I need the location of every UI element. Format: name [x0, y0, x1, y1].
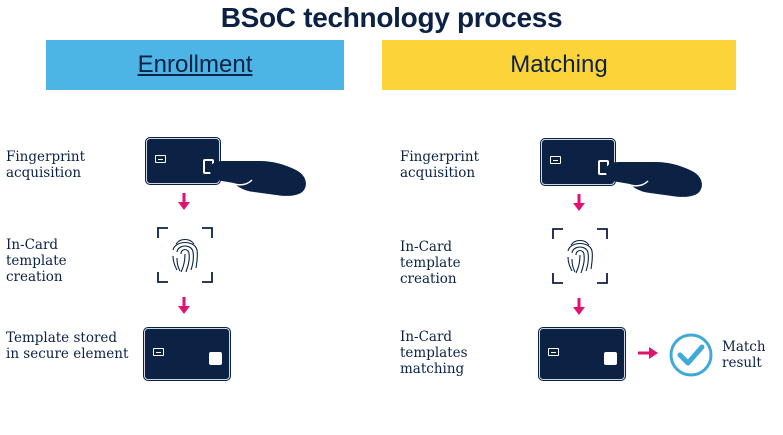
down-arrow-icon: [178, 297, 190, 314]
smart-card-secure-element-icon: [144, 328, 230, 380]
matching-header-label: Matching: [510, 51, 608, 78]
card-chip-icon: [550, 156, 561, 164]
smart-card-icon: [541, 139, 615, 185]
matching-step-template-label: In-Card template creation: [400, 239, 461, 287]
card-chip-icon: [548, 348, 559, 356]
down-arrow-icon: [573, 194, 585, 211]
enrollment-header: Enrollment: [46, 40, 344, 90]
enrollment-header-label: Enrollment: [137, 51, 253, 78]
fingerprint-icon: [157, 227, 213, 283]
enrollment-step-template-label: In-Card template creation: [6, 237, 67, 285]
match-result-label: Match result: [722, 339, 766, 371]
smart-card-icon: [146, 138, 220, 184]
card-chip-icon: [155, 155, 166, 163]
secure-element-icon: [209, 352, 222, 365]
smart-card-matching-icon: [539, 328, 625, 380]
card-chip-icon: [153, 348, 164, 356]
secure-element-icon: [604, 352, 617, 365]
enrollment-step-acquisition-label: Fingerprint acquisition: [6, 149, 85, 181]
enrollment-step-stored-label: Template stored in secure element: [6, 330, 129, 362]
matching-header: Matching: [382, 40, 736, 90]
right-arrow-icon: [638, 347, 658, 359]
down-arrow-icon: [573, 298, 585, 315]
checkmark-icon: [669, 333, 713, 377]
down-arrow-icon: [178, 193, 190, 210]
page-title: BSoC technology process: [220, 2, 563, 33]
fingerprint-icon: [552, 228, 608, 284]
finger-icon: [210, 161, 306, 196]
matching-step-matching-label: In-Card templates matching: [400, 329, 468, 377]
matching-step-acquisition-label: Fingerprint acquisition: [400, 149, 479, 181]
finger-icon: [606, 162, 702, 197]
